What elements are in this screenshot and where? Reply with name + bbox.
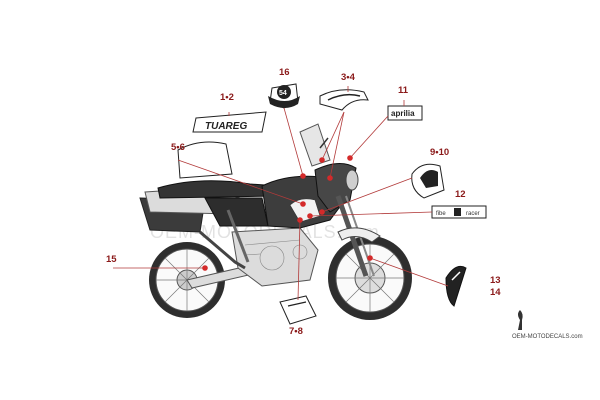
decal-12-fibe-racer: fibe racer	[431, 205, 487, 219]
decal-16-badge: 54	[268, 83, 300, 109]
decal-13-14-fork	[445, 265, 467, 307]
front-fairing	[314, 163, 357, 213]
decal-3-4-wing	[319, 89, 369, 111]
brand-bird-icon	[518, 310, 523, 330]
decal-7-8-bottom	[279, 295, 317, 325]
label-3-4: 3•4	[341, 72, 356, 83]
aprilia-text: aprilia	[391, 109, 415, 118]
footer-brand-text: OEM-MOTODECALS.com	[512, 334, 583, 340]
tuareg-text: TUAREG	[205, 121, 247, 132]
label-11: 11	[398, 85, 409, 96]
label-14: 14	[490, 287, 501, 298]
label-5-6: 5•6	[171, 142, 185, 153]
decal-1-2-tuareg-strip: TUAREG	[192, 111, 267, 133]
label-7-8: 7•8	[289, 326, 303, 337]
label-16: 16	[279, 67, 290, 78]
label-13: 13	[490, 275, 501, 286]
callout-points	[202, 155, 373, 271]
racer-text: racer	[466, 211, 480, 217]
label-15: 15	[106, 254, 117, 265]
decal-9-10-a-logo	[411, 163, 445, 199]
badge-number-text: 54	[279, 90, 287, 97]
decal-5-6-panel	[177, 141, 233, 179]
footer-brand: OEM-MOTODECALS.com	[512, 310, 583, 340]
label-12: 12	[455, 189, 466, 200]
leader-lines	[113, 86, 449, 301]
windscreen	[299, 123, 331, 167]
decal-11-aprilia: aprilia	[387, 105, 423, 121]
label-9-10: 9•10	[430, 147, 449, 158]
front-fender	[337, 227, 381, 243]
front-wheel	[328, 236, 412, 320]
fibe-text: fibe	[436, 211, 446, 217]
motorcycle-illustration	[139, 123, 412, 320]
label-1-2: 1•2	[220, 92, 234, 103]
